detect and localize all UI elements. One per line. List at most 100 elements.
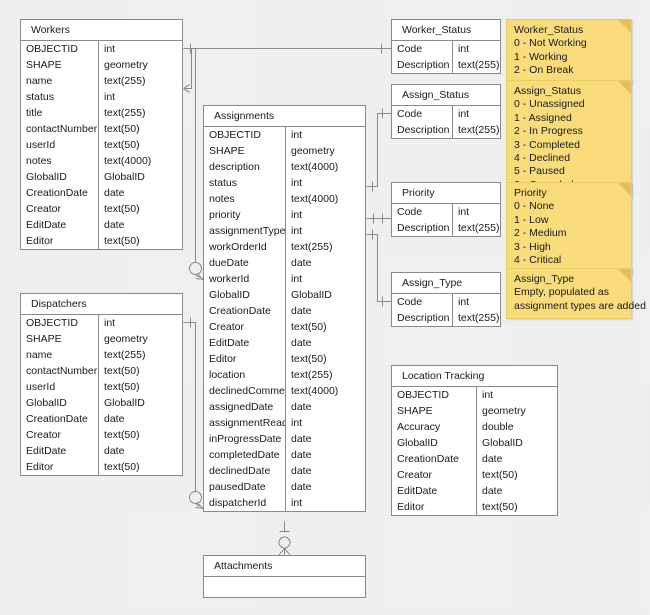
note-line: 2 - Medium xyxy=(514,227,567,240)
field-type: GlobalID xyxy=(291,289,332,301)
field-name: priority xyxy=(204,207,286,223)
field-type: text(255) xyxy=(291,369,333,381)
field-name: Description xyxy=(392,57,453,73)
field-name: contactNumber xyxy=(21,363,99,379)
field-name: CreationDate xyxy=(204,303,286,319)
field-name: notes xyxy=(21,153,99,169)
field-type: text(50) xyxy=(482,469,518,481)
field-type: int xyxy=(291,225,303,237)
field-type: text(255) xyxy=(104,349,146,361)
field-name: SHAPE xyxy=(21,57,99,73)
field-name: name xyxy=(21,347,99,363)
crowsfoot-attachments xyxy=(278,548,291,556)
field-type: date xyxy=(482,453,503,465)
crowsfoot-workers-status xyxy=(183,84,190,93)
field-type: date xyxy=(104,445,125,457)
field-type: date xyxy=(291,465,312,477)
field-name: GlobalID xyxy=(392,435,477,451)
field-name: GlobalID xyxy=(21,169,99,185)
field-type: int xyxy=(291,177,303,189)
note-fold-corner-icon xyxy=(618,183,631,196)
field-type: text(4000) xyxy=(291,385,339,397)
field-type: int xyxy=(104,317,116,329)
entity-attachments[interactable]: Attachments xyxy=(203,555,366,598)
field-type: int xyxy=(104,43,116,55)
field-type: int xyxy=(291,273,303,285)
field-type: text(4000) xyxy=(291,161,339,173)
entity-title-dispatchers: Dispatchers xyxy=(21,294,182,315)
field-name: declinedDate xyxy=(204,463,286,479)
field-type: date xyxy=(291,449,312,461)
field-type: int xyxy=(291,209,303,221)
field-name: name xyxy=(21,73,99,89)
field-type: date xyxy=(291,401,312,413)
field-name: inProgressDate xyxy=(204,431,286,447)
field-name: SHAPE xyxy=(21,331,99,347)
field-type: int xyxy=(458,206,470,218)
wire-workerid-join xyxy=(195,274,200,278)
entity-title-assignments: Assignments xyxy=(204,106,365,127)
field-name: Code xyxy=(392,294,453,310)
note-fold-corner-icon xyxy=(618,20,631,33)
field-type: text(50) xyxy=(291,321,327,333)
zero-marker-attachments xyxy=(278,536,291,549)
field-name: notes xyxy=(204,191,286,207)
field-name: dispatcherId xyxy=(204,495,286,511)
field-name: assignmentRead xyxy=(204,415,286,431)
field-type: date xyxy=(104,219,125,231)
field-type: geometry xyxy=(104,59,148,71)
note-line: assignment types are added xyxy=(514,299,646,312)
field-name: Creator xyxy=(392,467,477,483)
note-line: 4 - Critical xyxy=(514,254,562,267)
field-type: GlobalID xyxy=(482,437,523,449)
field-name: CreationDate xyxy=(392,451,477,467)
field-row: GlobalID GlobalID xyxy=(392,435,557,451)
note-line: 2 - On Break xyxy=(514,64,574,77)
field-name: completedDate xyxy=(204,447,286,463)
field-type: geometry xyxy=(482,405,526,417)
field-name: location xyxy=(204,367,286,383)
field-row: priority int xyxy=(204,207,365,223)
entity-title-location_tracking: Location Tracking xyxy=(392,366,557,387)
field-type: int xyxy=(458,108,470,120)
field-name: OBJECTID xyxy=(204,127,286,143)
field-name: Editor xyxy=(392,499,477,515)
wire-assignments-status xyxy=(366,113,392,187)
field-name: GlobalID xyxy=(204,287,286,303)
wire-workers-status xyxy=(183,48,392,89)
